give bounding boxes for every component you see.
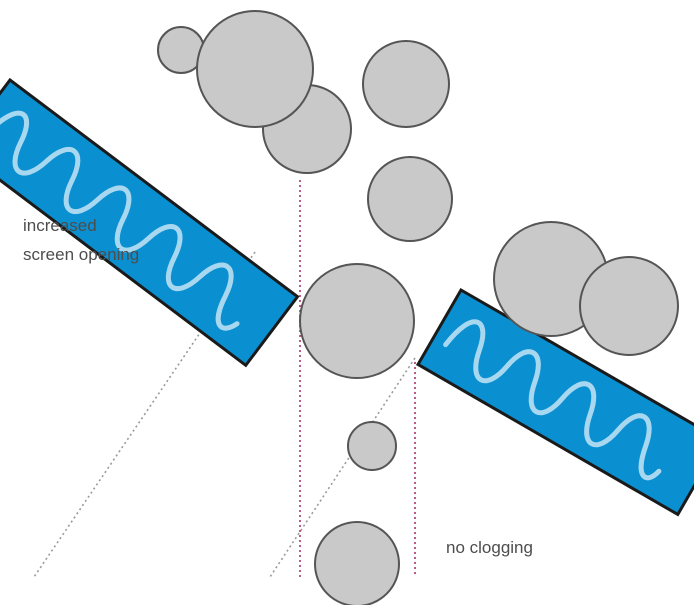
screen-deck-upper-body xyxy=(0,77,300,368)
particle xyxy=(299,263,415,379)
label-increased: increased xyxy=(23,216,97,235)
particle xyxy=(347,421,397,471)
label-screen-opening: screen opening xyxy=(23,245,140,264)
guide-line-right xyxy=(269,357,416,578)
particle xyxy=(367,156,453,242)
screen-deck-upper-wave xyxy=(0,110,240,331)
screen-deck-lower-body xyxy=(415,287,694,517)
screen-deck-lower-wave xyxy=(443,319,662,481)
particle xyxy=(579,256,679,356)
label-no-clogging: no clogging xyxy=(446,538,533,557)
particle xyxy=(196,10,314,128)
particle xyxy=(314,521,400,605)
screen-deck-upper xyxy=(0,77,300,368)
particles xyxy=(157,10,679,605)
particle xyxy=(362,40,450,128)
screen-deck-lower xyxy=(415,287,694,517)
